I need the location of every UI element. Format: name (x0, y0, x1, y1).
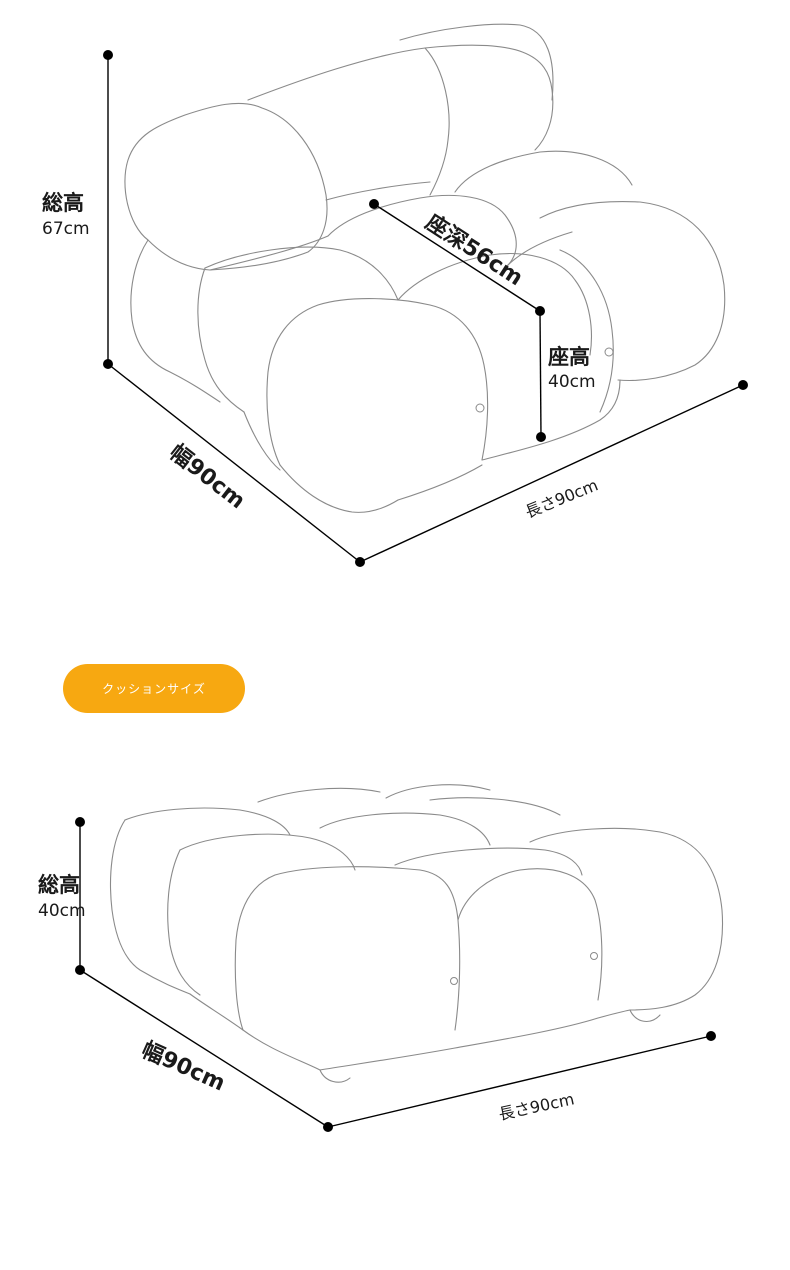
sofa-outline (124, 23, 726, 513)
sofa-seat-height-value: 40cm (548, 372, 596, 392)
ottoman-length-label: 長さ90cm (497, 1089, 576, 1124)
sofa-total-height-value: 67cm (42, 219, 90, 239)
sofa-width-label: 幅90cm (164, 440, 249, 514)
sofa-total-height-label: 総高 (42, 191, 84, 215)
sofa-dimension-diagram: 総高 67cm 座深56cm 座高 40cm 幅90cm 長さ90cm (42, 23, 748, 567)
sofa-dimension-lines (103, 50, 748, 567)
sofa-seat-height-label: 座高 (548, 345, 590, 369)
ottoman-total-height-label: 総高 (38, 873, 80, 897)
ottoman-dimension-lines (75, 817, 716, 1132)
ottoman-dimension-diagram: 総高 40cm 幅90cm 長さ90cm (38, 784, 724, 1132)
ottoman-outline (110, 784, 724, 1083)
ottoman-width-label: 幅90cm (138, 1038, 229, 1097)
ottoman-total-height-value: 40cm (38, 901, 86, 921)
cushion-size-badge-label: クッションサイズ (102, 682, 206, 696)
sofa-seat-depth-label: 座深56cm (421, 209, 528, 291)
cushion-size-badge: クッションサイズ (63, 664, 245, 713)
